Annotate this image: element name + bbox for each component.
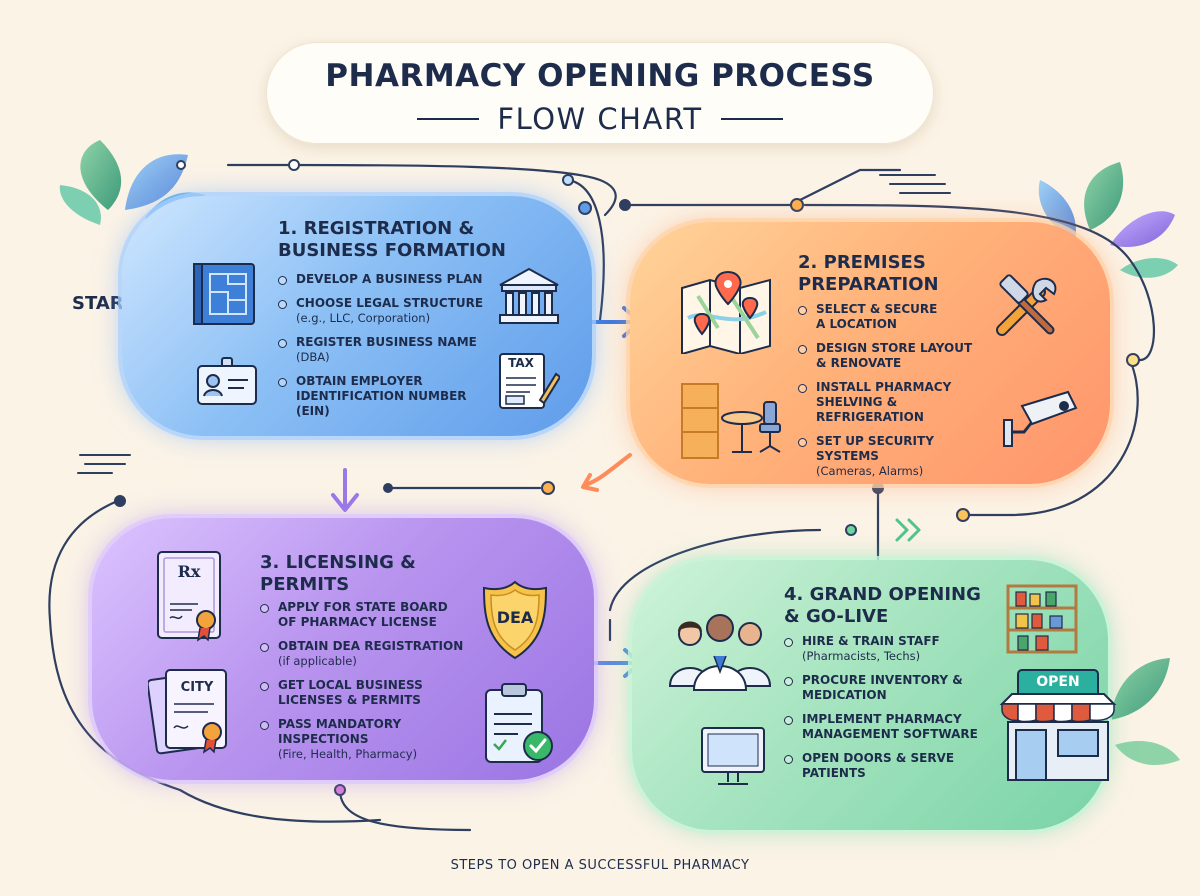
bullet-icon bbox=[278, 300, 287, 309]
blueprint-icon bbox=[188, 260, 260, 330]
city-license-icon: CITY bbox=[148, 664, 238, 756]
rx-certificate-icon: Rx bbox=[152, 548, 232, 644]
step-2-item: DESIGN STORE LAYOUT & RENOVATE bbox=[798, 341, 998, 371]
footer-caption: STEPS TO OPEN A SUCCESSFUL PHARMACY bbox=[450, 858, 750, 873]
step-4-item: OPEN DOORS & SERVE PATIENTS bbox=[784, 751, 994, 781]
step-4-list: HIRE & TRAIN STAFF(Pharmacists, Techs) P… bbox=[784, 634, 994, 790]
step-3-item: OBTAIN DEA REGISTRATION(if applicable) bbox=[260, 639, 475, 669]
bank-building-icon bbox=[496, 265, 562, 327]
open-sign-label: OPEN bbox=[1036, 674, 1080, 690]
step-1-item: DEVELOP A BUSINESS PLAN bbox=[278, 272, 493, 287]
bullet-icon bbox=[798, 384, 807, 393]
bullet-icon bbox=[798, 345, 807, 354]
title-subtitle-row: FLOW CHART bbox=[266, 102, 934, 136]
step-2-item: SELECT & SECURE A LOCATION bbox=[798, 302, 998, 332]
step-3-title: 3. LICENSING & PERMITS bbox=[260, 552, 416, 595]
bullet-icon bbox=[798, 306, 807, 315]
step-4-item: PROCURE INVENTORY & MEDICATION bbox=[784, 673, 994, 703]
bullet-icon bbox=[260, 682, 269, 691]
step-2-title: 2. PREMISES PREPARATION bbox=[798, 252, 939, 295]
step-3-item: PASS MANDATORY INSPECTIONS(Fire, Health,… bbox=[260, 717, 475, 762]
step-3-list: APPLY FOR STATE BOARD OF PHARMACY LICENS… bbox=[260, 600, 475, 771]
step-2-item: SET UP SECURITY SYSTEMS(Cameras, Alarms) bbox=[798, 434, 998, 479]
bullet-icon bbox=[278, 378, 287, 387]
city-label: CITY bbox=[180, 680, 214, 695]
bullet-icon bbox=[260, 721, 269, 730]
dea-badge-icon: DEA bbox=[478, 580, 552, 660]
page-subtitle: FLOW CHART bbox=[497, 102, 703, 136]
step-3-item: APPLY FOR STATE BOARD OF PHARMACY LICENS… bbox=[260, 600, 475, 630]
wrench-hammer-icon bbox=[992, 272, 1062, 342]
title-rule-left bbox=[417, 118, 480, 120]
start-label: START bbox=[72, 293, 136, 314]
staff-team-icon bbox=[664, 608, 776, 692]
bullet-icon bbox=[260, 643, 269, 652]
bullet-icon bbox=[278, 276, 287, 285]
step-1-item: REGISTER BUSINESS NAME(DBA) bbox=[278, 335, 493, 365]
bullet-icon bbox=[784, 716, 793, 725]
step-3-item: GET LOCAL BUSINESS LICENSES & PERMITS bbox=[260, 678, 475, 708]
shelf-furniture-icon bbox=[680, 382, 790, 460]
security-camera-icon bbox=[1002, 386, 1080, 448]
title-rule-right bbox=[720, 118, 783, 120]
storefront-icon: OPEN bbox=[998, 664, 1118, 784]
map-pin-icon bbox=[678, 268, 774, 354]
step-1-item: CHOOSE LEGAL STRUCTURE(e.g., LLC, Corpor… bbox=[278, 296, 493, 326]
bullet-icon bbox=[784, 677, 793, 686]
bullet-icon bbox=[798, 438, 807, 447]
tax-form-icon: TAX bbox=[496, 352, 560, 410]
id-card-icon bbox=[196, 356, 258, 406]
bullet-icon bbox=[278, 339, 287, 348]
rx-label: Rx bbox=[177, 562, 201, 581]
step-1-item: OBTAIN EMPLOYER IDENTIFICATION NUMBER (E… bbox=[278, 374, 493, 419]
step-1-list: DEVELOP A BUSINESS PLAN CHOOSE LEGAL STR… bbox=[278, 272, 493, 428]
step-2-list: SELECT & SECURE A LOCATION DESIGN STORE … bbox=[798, 302, 998, 488]
step-4-item: HIRE & TRAIN STAFF(Pharmacists, Techs) bbox=[784, 634, 994, 664]
page-title: PHARMACY OPENING PROCESS bbox=[325, 58, 875, 94]
dea-label: DEA bbox=[496, 608, 534, 627]
bullet-icon bbox=[784, 638, 793, 647]
step-2-item: INSTALL PHARMACY SHELVING & REFRIGERATIO… bbox=[798, 380, 998, 425]
bullet-icon bbox=[260, 604, 269, 613]
step-4-item: IMPLEMENT PHARMACY MANAGEMENT SOFTWARE bbox=[784, 712, 994, 742]
leaf-decoration-top-right bbox=[1038, 162, 1178, 278]
bullet-icon bbox=[784, 755, 793, 764]
inventory-shelf-icon bbox=[1006, 584, 1078, 654]
step-1-title: 1. REGISTRATION & BUSINESS FORMATION bbox=[278, 218, 506, 261]
tax-label: TAX bbox=[508, 356, 534, 370]
checklist-clipboard-icon bbox=[482, 680, 556, 766]
step-4-title: 4. GRAND OPENING & GO-LIVE bbox=[784, 584, 981, 627]
leaf-decoration-bottom-right bbox=[1110, 658, 1180, 765]
computer-monitor-icon bbox=[698, 724, 768, 790]
title-banner: PHARMACY OPENING PROCESS FLOW CHART bbox=[266, 42, 934, 144]
